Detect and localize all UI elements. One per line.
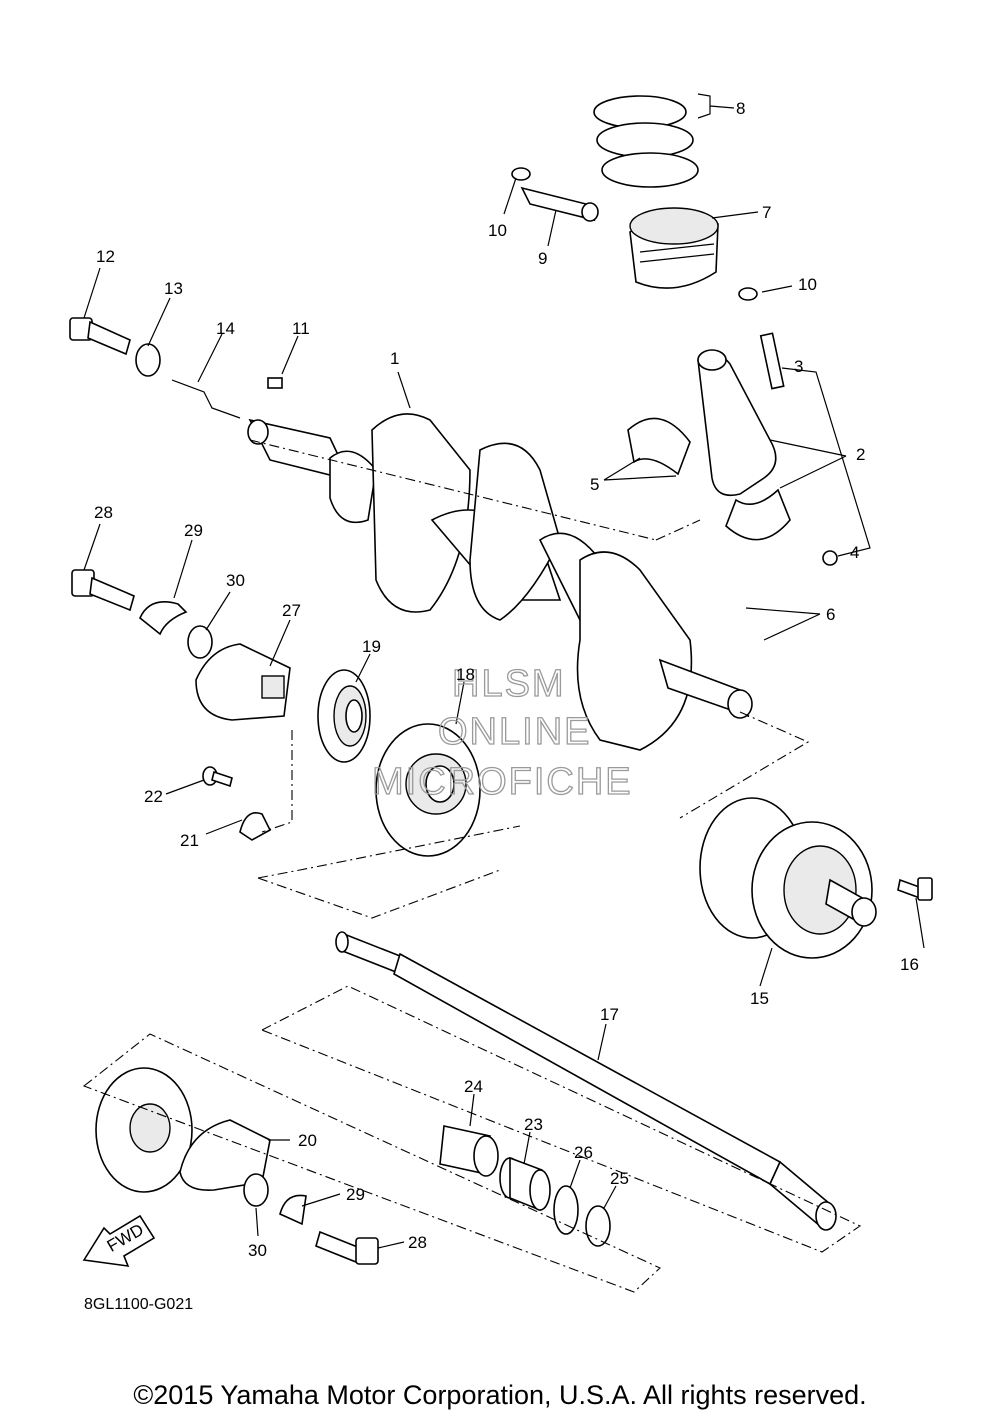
part-label-29a: 29 [184,521,203,540]
gear-lower [95,1067,193,1193]
watermark-line-1: HLSM [452,663,566,705]
watermark: HLSM ONLINE MICROFICHE [371,662,633,803]
circlip-26 [553,1185,579,1235]
part-label-26: 26 [574,1143,593,1162]
bolt-12 [69,317,131,356]
piston [629,207,719,289]
shaft-17 [335,931,837,1231]
part-label-25: 25 [610,1169,629,1188]
screw-22 [202,766,233,788]
fwd-arrow-icon: FWD [82,1214,156,1267]
crankshaft [247,413,753,751]
washer-30-upper [187,625,213,659]
key-11 [267,377,283,389]
weight-27 [195,643,291,721]
part-label-3: 3 [794,357,803,376]
part-label-10a: 10 [488,221,507,240]
bolt-28-lower [315,1230,379,1265]
washer-25 [585,1205,611,1247]
drawing-code: 8GL1100-G021 [84,1296,194,1313]
leader-lines [83,93,925,1249]
circlip-left [511,167,531,181]
part-label-15: 15 [750,989,769,1008]
part-label-9: 9 [538,249,547,268]
part-label-23: 23 [524,1115,543,1134]
part-label-5: 5 [590,475,599,494]
part-number-labels: 1 2 3 4 5 6 7 8 9 10 10 11 12 13 14 15 1… [94,99,919,1260]
part-label-12: 12 [96,247,115,266]
watermark-line-2: ONLINE [438,711,591,753]
part-label-6: 6 [826,605,835,624]
lock-washer-29-lower [279,1194,307,1226]
part-label-27: 27 [282,601,301,620]
part-label-4: 4 [850,543,859,562]
washer-13 [135,343,161,377]
balancer-assembly-15 [699,797,877,959]
part-label-13: 13 [164,279,183,298]
conrod-bearings [627,417,691,476]
alignment-lines [82,439,862,1293]
part-label-19: 19 [362,637,381,656]
washer-30-lower [243,1173,269,1207]
part-label-18: 18 [456,665,475,684]
part-label-8: 8 [736,99,745,118]
piston-rings [593,95,699,188]
part-label-14: 14 [216,319,235,338]
part-label-1: 1 [390,349,399,368]
plate-14 [171,379,241,419]
part-label-11: 11 [292,319,310,338]
circlip-right [738,287,758,301]
part-label-22: 22 [144,787,163,806]
part-label-30a: 30 [226,571,245,590]
bolt-28-upper [71,569,135,612]
part-label-17: 17 [600,1005,619,1024]
bolt-16 [897,877,933,901]
part-label-24: 24 [464,1077,483,1096]
piston-pin [520,186,599,222]
bearing-19 [317,669,371,763]
part-label-21: 21 [180,831,199,850]
watermark-line-3: MICROFICHE [372,761,633,803]
needle-bearing-23 [499,1156,551,1212]
part-label-20: 20 [298,1131,317,1150]
plate-21 [239,812,272,841]
gear-18 [375,723,481,857]
part-label-7: 7 [762,203,771,222]
part-label-2: 2 [856,445,865,464]
lock-washer-29-upper [139,601,188,636]
copyright-footer: ©2015 Yamaha Motor Corporation, U.S.A. A… [133,1380,867,1410]
collar-24 [439,1125,499,1177]
part-label-29b: 29 [346,1185,365,1204]
part-label-16: 16 [900,955,919,974]
connecting-rod [697,332,838,566]
part-label-28a: 28 [94,503,113,522]
part-label-10b: 10 [798,275,817,294]
part-label-30b: 30 [248,1241,267,1260]
part-label-28b: 28 [408,1233,427,1252]
